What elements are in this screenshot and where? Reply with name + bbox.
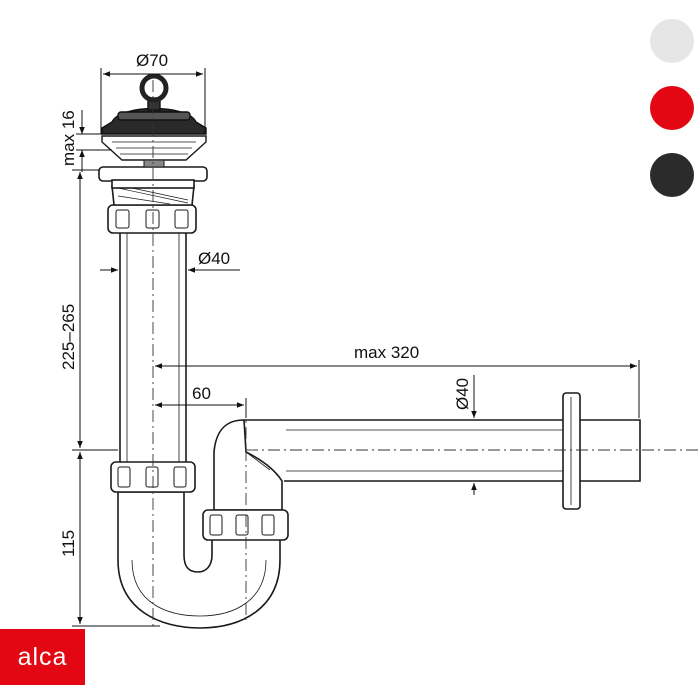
dim-trap-height: 115 [59,530,78,557]
dim-max-length: max 320 [354,343,419,362]
dim-horizontal-pipe-diameter: Ø40 [453,378,472,410]
brand-logo-text: alca [17,642,68,671]
u-bend [117,491,281,629]
dimension-lines [72,68,640,627]
color-swatch-red[interactable] [650,86,694,130]
dim-plug-height: max 16 [59,110,78,166]
dim-top-diameter: Ø70 [136,51,168,70]
color-swatch-light-grey[interactable] [650,19,694,63]
wall-flange [562,392,581,510]
dim-height-range: 225–265 [59,304,78,370]
center-lines [152,80,700,630]
stopper-plug [101,73,207,135]
dim-offset: 60 [192,384,211,403]
color-swatch-black[interactable] [650,153,694,197]
dim-vertical-pipe-diameter: Ø40 [198,249,230,268]
siphon-body [98,135,641,629]
brand-logo: alca [0,629,85,685]
horizontal-pipe [244,419,641,482]
